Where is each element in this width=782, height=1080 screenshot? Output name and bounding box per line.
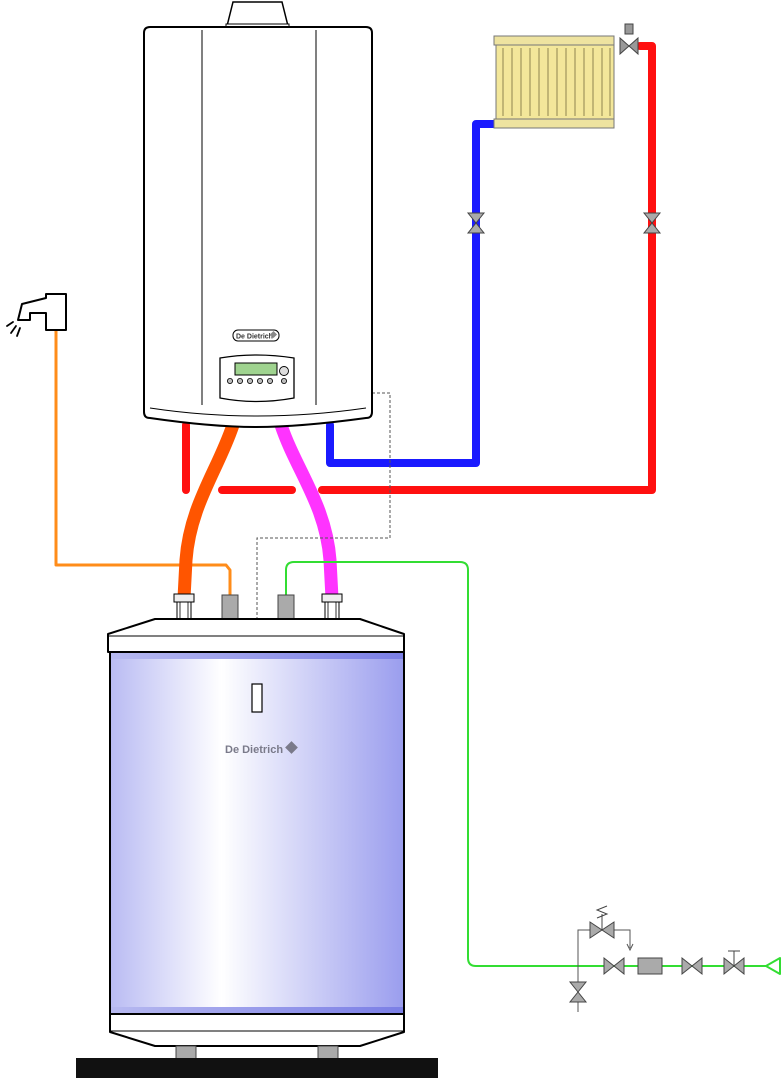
heating-return-pipe xyxy=(326,120,500,467)
tank-connection xyxy=(221,594,239,620)
boiler-brand-label: De Dietrich xyxy=(236,334,273,341)
safety-valve-group-icon xyxy=(568,905,781,1012)
boiler-flue xyxy=(226,1,289,27)
pressure-reducer-icon xyxy=(637,957,663,975)
tank-brand-label: De Dietrich xyxy=(225,744,283,756)
boiler-display-screen xyxy=(234,362,278,376)
water-spray-icon xyxy=(6,321,21,337)
cold-water-inlet-icon xyxy=(765,957,781,975)
boiler-brand-badge: De Dietrich xyxy=(232,329,280,342)
check-valve-icon xyxy=(681,956,703,976)
floor-plinth xyxy=(76,1058,438,1078)
heating-flow-pipe xyxy=(182,42,656,494)
boiler-button[interactable] xyxy=(236,377,243,384)
valve-icon xyxy=(603,956,625,976)
primary-hot-pipe xyxy=(177,422,240,599)
water-tap-icon xyxy=(6,293,67,337)
tank-sensor-pocket xyxy=(251,683,263,713)
tank-connection xyxy=(321,593,343,621)
wall-boiler: De Dietrich xyxy=(143,1,373,429)
boiler-button[interactable] xyxy=(280,377,287,384)
tank-connection xyxy=(277,594,295,620)
tank-foot xyxy=(317,1045,339,1061)
radiator-valve-icon xyxy=(619,23,639,56)
boiler-control-panel[interactable] xyxy=(219,354,295,403)
boiler-button[interactable] xyxy=(226,377,233,384)
cold-water-pipe xyxy=(285,561,772,967)
boiler-button[interactable] xyxy=(256,377,263,384)
boiler-button[interactable] xyxy=(266,377,273,384)
valve-icon xyxy=(642,212,662,234)
stop-valve-icon xyxy=(723,950,745,976)
relief-valve-icon xyxy=(589,905,615,939)
radiator-icon xyxy=(493,35,615,129)
hot-water-cylinder: De Dietrich xyxy=(76,593,438,1078)
boiler-dial-knob[interactable] xyxy=(279,366,289,376)
boiler-casing xyxy=(143,26,373,429)
tank-connection xyxy=(173,593,195,621)
tank-base xyxy=(109,1013,405,1047)
tank-foot xyxy=(175,1045,197,1061)
primary-return-pipe xyxy=(274,422,339,599)
dhw-hot-pipe xyxy=(54,330,232,595)
valve-icon xyxy=(466,212,486,234)
boiler-button[interactable] xyxy=(246,377,253,384)
tank-sensor-cable xyxy=(256,392,391,686)
drain-valve-icon xyxy=(568,981,588,1003)
